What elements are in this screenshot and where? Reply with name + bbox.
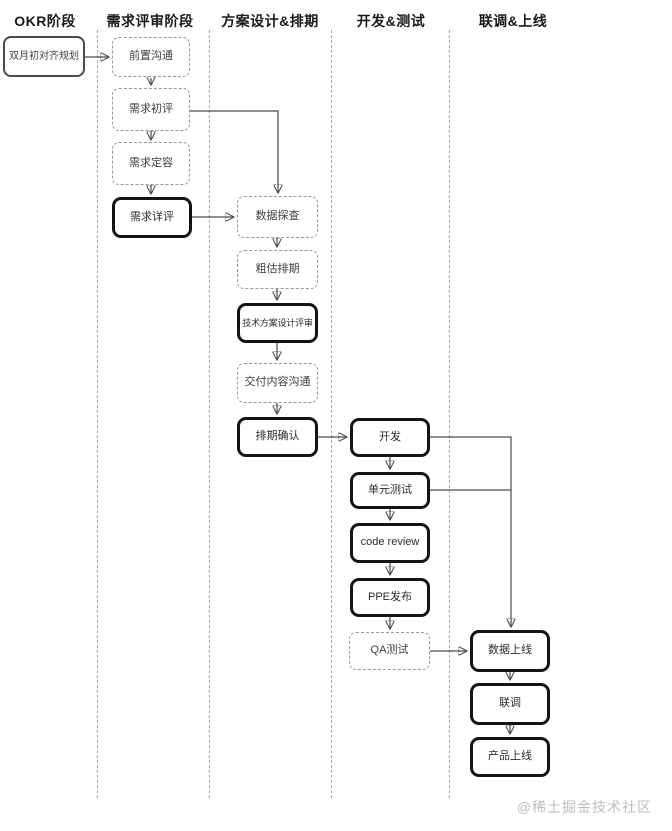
node-unit-test: 单元测试 [350, 472, 430, 509]
node-code-review: code review [350, 523, 430, 563]
edge-dev-dataonline [430, 436, 511, 626]
lane-title-dev-test: 开发&测试 [356, 13, 426, 29]
lane-divider [331, 30, 332, 798]
node-requirement-initial-review: 需求初评 [112, 88, 190, 131]
node-requirement-detailed-review: 需求详评 [112, 197, 192, 238]
node-pre-communication: 前置沟通 [112, 37, 190, 77]
lane-title-requirement-review: 需求评审阶段 [106, 13, 194, 29]
lane-divider [209, 30, 210, 798]
node-product-launch: 产品上线 [470, 737, 550, 777]
node-delivery-content-communication: 交付内容沟通 [237, 363, 318, 403]
node-ppe-release: PPE发布 [350, 578, 430, 617]
lane-divider [97, 30, 98, 798]
node-data-launch: 数据上线 [470, 630, 550, 672]
edge-initreview-datasurvey [190, 110, 278, 192]
node-qa-test: QA测试 [349, 632, 430, 670]
node-joint-debugging: 联调 [470, 683, 550, 725]
node-data-exploration: 数据探查 [237, 196, 318, 238]
juejin-watermark: @稀土掘金技术社区 [516, 799, 652, 815]
lane-divider [449, 30, 450, 798]
node-requirement-capacity: 需求定容 [112, 142, 190, 185]
node-bimonthly-okr-plan: 双月初对齐规划 [3, 36, 85, 77]
lane-title-integration-launch: 联调&上线 [478, 13, 548, 29]
node-development: 开发 [350, 418, 430, 457]
lane-title-okr: OKR阶段 [14, 13, 76, 29]
node-schedule-confirmation: 排期确认 [237, 417, 318, 457]
node-rough-schedule-estimate: 粗估排期 [237, 250, 318, 289]
node-tech-design-review: 技术方案设计评审 [237, 303, 318, 343]
lane-title-design-scheduling: 方案设计&排期 [221, 13, 319, 29]
